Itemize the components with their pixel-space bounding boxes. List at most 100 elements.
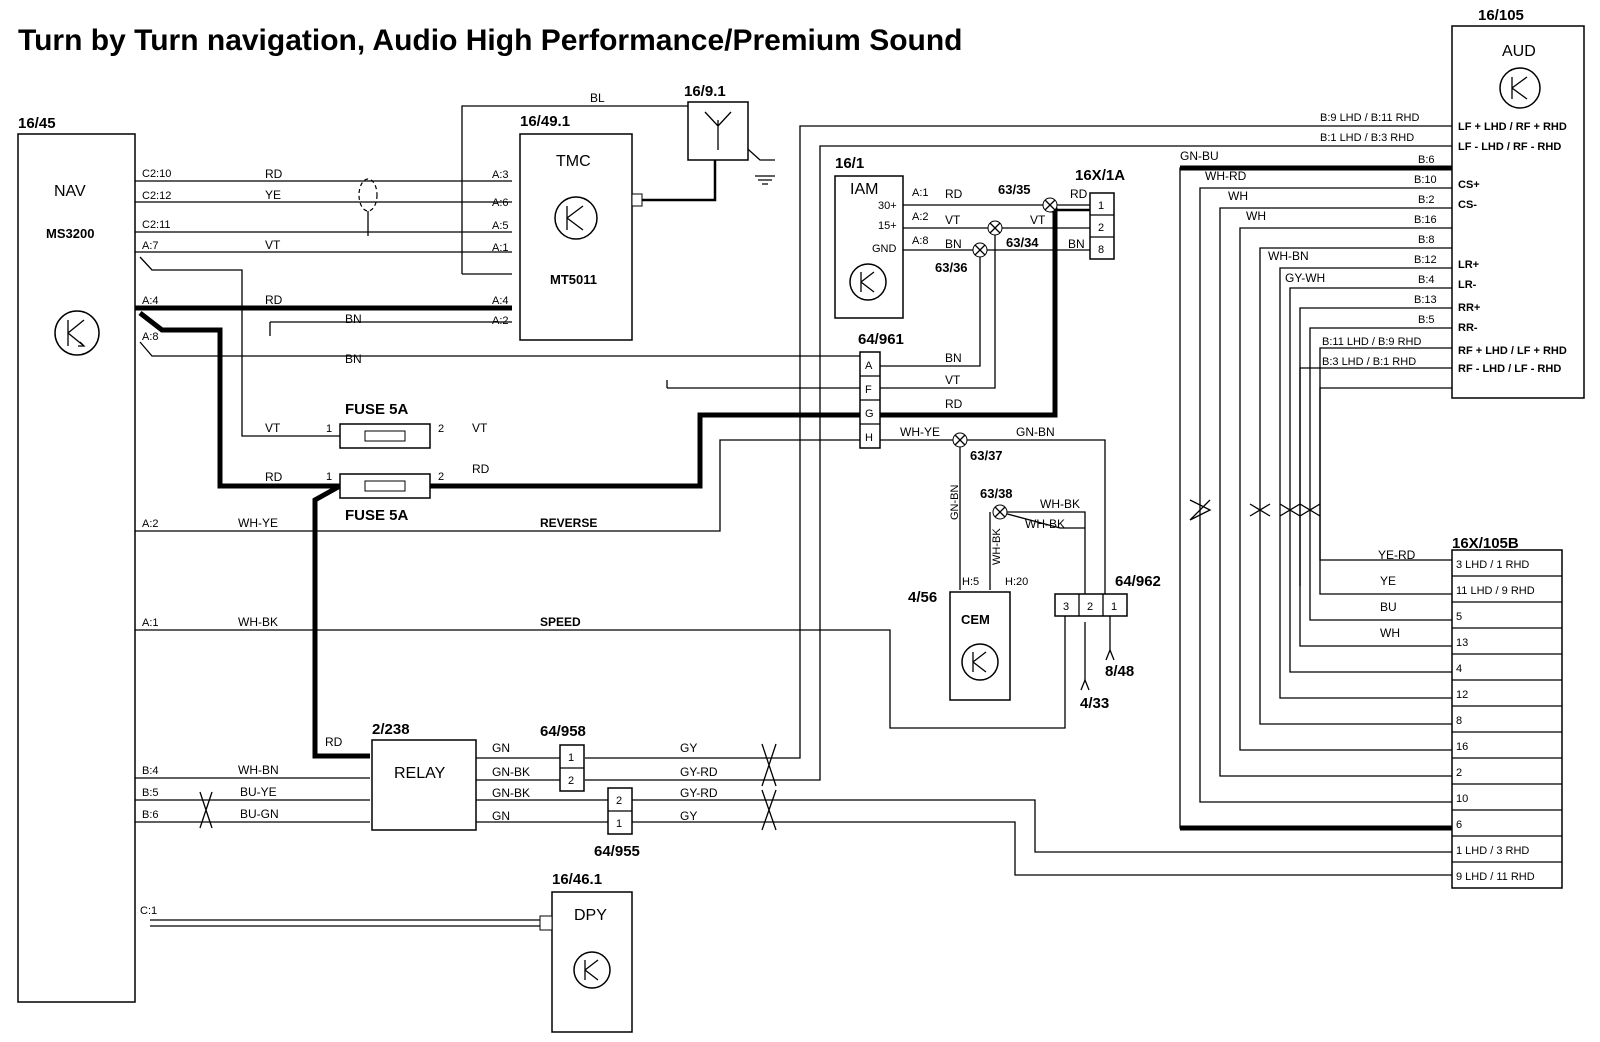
transistor-icon xyxy=(961,643,999,681)
svg-text:BN: BN xyxy=(345,352,362,366)
svg-text:H:5: H:5 xyxy=(962,576,979,588)
svg-text:GN-BU: GN-BU xyxy=(1180,149,1219,163)
svg-text:16/1: 16/1 xyxy=(835,155,864,172)
svg-text:B:12: B:12 xyxy=(1414,254,1437,266)
twist-row xyxy=(1189,499,1321,521)
svg-text:16/9.1: 16/9.1 xyxy=(684,83,726,100)
svg-text:4: 4 xyxy=(1456,663,1462,675)
svg-text:BN: BN xyxy=(945,351,962,365)
transistor-icon xyxy=(554,196,598,240)
svg-text:RD: RD xyxy=(265,470,283,484)
antenna-icon xyxy=(704,111,732,150)
svg-text:BU: BU xyxy=(1380,600,1397,614)
svg-text:AUD: AUD xyxy=(1502,43,1536,60)
svg-text:B:6: B:6 xyxy=(142,809,159,821)
svg-text:A:1: A:1 xyxy=(912,187,929,199)
svg-text:64/955: 64/955 xyxy=(594,843,640,860)
svg-text:5: 5 xyxy=(1456,611,1462,623)
iam-unit: 16/1 IAM 30+ 15+ GND A:1 A:2 A:8 RD VT B… xyxy=(834,155,1088,319)
svg-text:RD: RD xyxy=(1070,187,1088,201)
svg-text:TMC: TMC xyxy=(556,153,591,170)
svg-text:WH-BN: WH-BN xyxy=(1268,249,1309,263)
svg-text:63/35: 63/35 xyxy=(998,182,1031,197)
svg-text:B:9 LHD / B:11 RHD: B:9 LHD / B:11 RHD xyxy=(1320,112,1419,124)
svg-text:GN-BN: GN-BN xyxy=(1016,425,1055,439)
svg-text:WH-BK: WH-BK xyxy=(991,528,1003,565)
svg-text:C2:11: C2:11 xyxy=(142,219,171,231)
svg-text:CS-: CS- xyxy=(1458,199,1477,211)
svg-text:YE: YE xyxy=(1380,574,1396,588)
transistor-icon xyxy=(54,310,100,356)
svg-text:DPY: DPY xyxy=(574,907,607,924)
svg-text:WH: WH xyxy=(1380,626,1400,640)
svg-text:B:5: B:5 xyxy=(142,787,159,799)
svg-text:GND: GND xyxy=(872,243,897,255)
svg-text:63/38: 63/38 xyxy=(980,486,1013,501)
svg-text:VT: VT xyxy=(472,421,488,435)
svg-text:1: 1 xyxy=(326,423,332,435)
svg-text:MT5011: MT5011 xyxy=(550,272,597,287)
svg-text:GY: GY xyxy=(680,741,697,755)
svg-text:G: G xyxy=(865,408,874,420)
svg-text:GN-BN: GN-BN xyxy=(949,485,961,521)
svg-text:GY-RD: GY-RD xyxy=(680,765,718,779)
svg-text:64/962: 64/962 xyxy=(1115,573,1161,590)
aud-pin-labels: B:9 LHD / B:11 RHD B:1 LHD / B:3 RHD B:6… xyxy=(1180,112,1437,368)
svg-text:2: 2 xyxy=(438,471,444,483)
fuse-top: FUSE 5A 1 2 xyxy=(326,401,444,449)
svg-text:1 LHD / 3 RHD: 1 LHD / 3 RHD xyxy=(1456,845,1529,857)
svg-text:LR-: LR- xyxy=(1458,279,1477,291)
svg-text:F: F xyxy=(865,384,872,396)
nav-ref: 16/45 xyxy=(18,115,56,132)
conn-64962: 64/962 3 2 1 8/48 4/33 xyxy=(1054,573,1161,712)
svg-text:C2:10: C2:10 xyxy=(142,168,171,180)
twist-symbols xyxy=(199,743,777,831)
svg-text:B:16: B:16 xyxy=(1414,214,1437,226)
svg-text:BL: BL xyxy=(590,91,605,105)
svg-text:C2:12: C2:12 xyxy=(142,190,171,202)
svg-text:BU-YE: BU-YE xyxy=(240,785,277,799)
svg-text:B:4: B:4 xyxy=(1418,274,1435,286)
transistor-icon xyxy=(1499,67,1541,109)
svg-text:B:6: B:6 xyxy=(1418,154,1435,166)
svg-text:11 LHD / 9 RHD: 11 LHD / 9 RHD xyxy=(1456,585,1535,597)
svg-text:FUSE 5A: FUSE 5A xyxy=(345,401,409,418)
svg-text:A: A xyxy=(865,360,873,372)
svg-text:6: 6 xyxy=(1456,819,1462,831)
svg-text:1: 1 xyxy=(1111,601,1117,613)
svg-text:B:4: B:4 xyxy=(142,765,159,777)
svg-text:B:3 LHD / B:1 RHD: B:3 LHD / B:1 RHD xyxy=(1322,356,1416,368)
conn-64955: 2 1 64/955 xyxy=(594,787,640,860)
svg-text:BU-GN: BU-GN xyxy=(240,807,279,821)
svg-text:H: H xyxy=(865,432,873,444)
svg-text:4/33: 4/33 xyxy=(1080,695,1109,712)
svg-text:B:2: B:2 xyxy=(1418,194,1435,206)
svg-text:B:8: B:8 xyxy=(1418,234,1435,246)
svg-text:WH-BK: WH-BK xyxy=(1025,517,1065,531)
conn-16x105b: 16X/105B 3 LHD / 1 RHD 11 LHD / 9 RHD 5 … xyxy=(1378,535,1563,889)
svg-text:RD: RD xyxy=(265,293,283,307)
svg-text:GN: GN xyxy=(492,809,510,823)
svg-text:2: 2 xyxy=(1456,767,1462,779)
dpy-unit: 16/46.1 DPY xyxy=(539,871,633,1033)
svg-text:RR+: RR+ xyxy=(1458,302,1480,314)
svg-text:16: 16 xyxy=(1456,741,1468,753)
svg-text:VT: VT xyxy=(1030,213,1046,227)
svg-text:A:3: A:3 xyxy=(492,169,509,181)
svg-text:BN: BN xyxy=(945,237,962,251)
svg-text:RELAY: RELAY xyxy=(394,765,446,782)
svg-text:A:1: A:1 xyxy=(492,242,509,254)
svg-text:2: 2 xyxy=(568,775,574,787)
svg-text:RD: RD xyxy=(472,462,490,476)
svg-text:WH-BN: WH-BN xyxy=(238,763,279,777)
svg-text:YE: YE xyxy=(265,188,281,202)
svg-text:WH-YE: WH-YE xyxy=(900,425,940,439)
svg-text:12: 12 xyxy=(1456,689,1468,701)
svg-text:RD: RD xyxy=(325,735,343,749)
wire-labels-left: RD YE VT RD BN BN VT RD WH-YE REVERSE WH… xyxy=(238,91,605,821)
svg-text:8/48: 8/48 xyxy=(1105,663,1134,680)
svg-text:1: 1 xyxy=(616,818,622,830)
svg-text:RD: RD xyxy=(945,397,963,411)
svg-text:16/46.1: 16/46.1 xyxy=(552,871,602,888)
splices: 63/35 63/34 63/36 63/37 63/38 xyxy=(935,182,1058,520)
